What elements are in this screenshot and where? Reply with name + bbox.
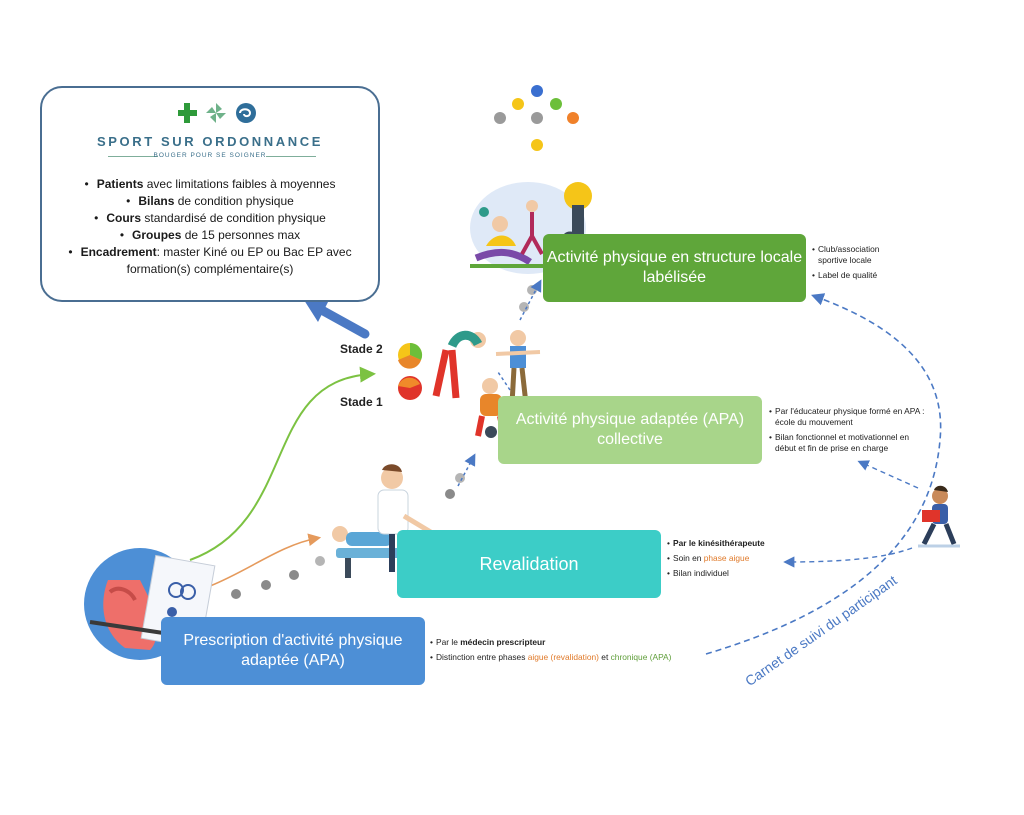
pinwheel-icon [206, 103, 226, 123]
logo-icons [178, 103, 256, 123]
apa-notes: Par l'éducateur physique formé en APA : … [769, 406, 927, 458]
revalidation-note: Par le kinésithérapeute [667, 538, 797, 549]
step-revalidation-title: Revalidation [479, 553, 579, 574]
logo-divider-right [266, 156, 316, 157]
criteria-bilans: Bilans de condition physique [52, 193, 368, 210]
logo-divider-left [108, 156, 158, 157]
logo-title: SPORT SUR ORDONNANCE [96, 134, 324, 149]
revalidation-note: Soin en phase aigue [667, 553, 797, 564]
criteria-cours: Cours standardisé de condition physique [52, 210, 368, 227]
stage-2-pie-icon [398, 342, 423, 369]
plus-cross-icon [178, 103, 197, 123]
program-criteria-list: Patients avec limitations faibles à moye… [52, 176, 368, 278]
return-dashed-arrow [705, 293, 942, 655]
decorative-dots [494, 85, 579, 151]
step-apa-collective: Activité physique adaptée (APA) collecti… [498, 396, 762, 464]
stage-1-label: Stade 1 [340, 395, 383, 409]
swirl-icon [236, 103, 256, 123]
apa-note: Bilan fonctionnel et motivationnel en dé… [769, 432, 927, 454]
participant-reading-illustration [918, 485, 960, 548]
structure-note: Label de qualité [812, 270, 902, 281]
program-info-box: SPORT SUR ORDONNANCE BOUGER POUR SE SOIG… [40, 86, 380, 302]
criteria-patients: Patients avec limitations faibles à moye… [52, 176, 368, 193]
pointer-arrow [313, 303, 370, 339]
step-apa-title: Activité physique adaptée (APA) collecti… [515, 411, 745, 448]
criteria-groupes: Groupes de 15 personnes max [52, 227, 368, 244]
revalidation-note: Bilan individuel [667, 568, 797, 579]
criteria-encadrement: Encadrement: master Kiné ou EP ou Bac EP… [52, 244, 368, 278]
step-structure-title: Activité physique en structure locale la… [546, 249, 803, 286]
apa-note: Par l'éducateur physique formé en APA : … [769, 406, 927, 428]
green-curve-arrow [189, 366, 376, 561]
step-revalidation: Revalidation [397, 530, 661, 598]
physio-illustration [332, 464, 436, 578]
structure-note: Club/association sportive locale [812, 244, 902, 266]
stage-1-pie-icon [398, 376, 422, 400]
step-prescription: Prescription d'activité physique adaptée… [161, 617, 425, 685]
step-prescription-title: Prescription d'activité physique adaptée… [183, 632, 403, 669]
structure-notes: Club/association sportive locale Label d… [812, 244, 902, 285]
logo-subtitle: BOUGER POUR SE SOIGNER [153, 152, 267, 159]
prescription-note: Par le médecin prescripteur [430, 637, 720, 648]
prescription-notes: Par le médecin prescripteur Distinction … [430, 637, 720, 667]
revalidation-notes: Par le kinésithérapeute Soin en phase ai… [667, 538, 797, 583]
prescription-note: Distinction entre phases aigue (revalida… [430, 652, 720, 663]
orange-curve-arrow [209, 533, 322, 587]
step-structure-locale: Activité physique en structure locale la… [543, 234, 806, 302]
stage-2-label: Stade 2 [340, 342, 383, 356]
